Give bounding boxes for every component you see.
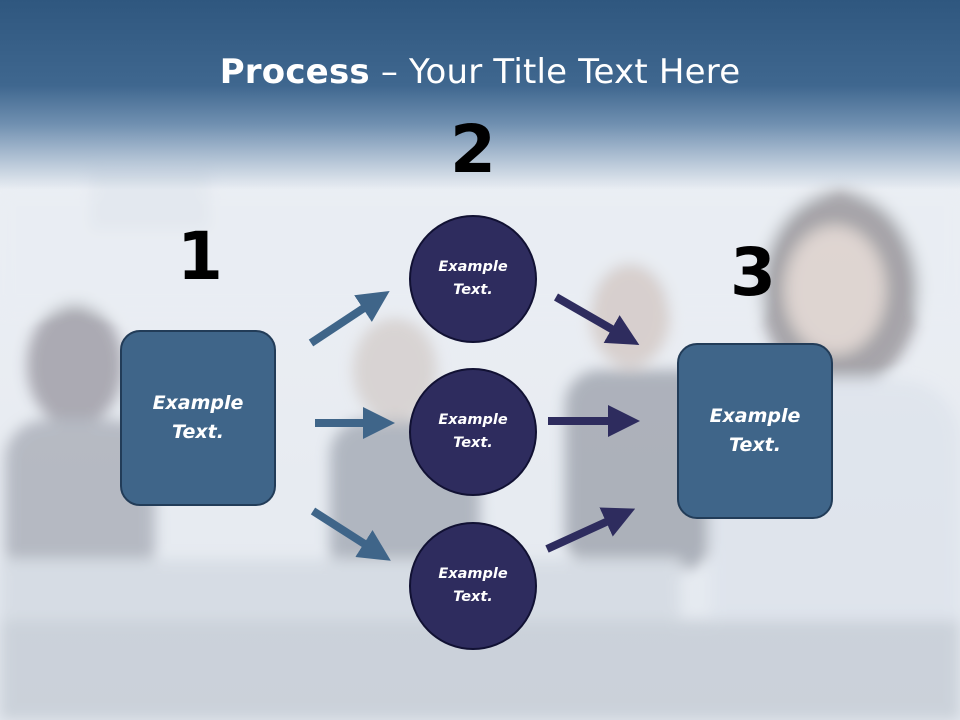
circle-top: Example Text. — [409, 215, 537, 343]
circle-bottom-text: Example Text. — [438, 566, 508, 605]
circle-bottom: Example Text. — [409, 522, 537, 650]
step-number-3: 3 — [730, 234, 776, 311]
title-bold: Process — [219, 52, 370, 92]
circle-top-text: Example Text. — [438, 259, 508, 298]
arrow-right-up — [545, 507, 636, 553]
arrow-left-down — [310, 507, 391, 561]
step-box-3: Example Text. — [677, 343, 833, 519]
arrow-right-down — [554, 293, 640, 345]
arrow-left-up — [308, 290, 390, 347]
circle-middle: Example Text. — [409, 368, 537, 496]
slide-title: Process – Your Title Text Here — [0, 52, 960, 92]
step-number-1: 1 — [177, 218, 223, 295]
circle-middle-text: Example Text. — [438, 412, 508, 451]
title-bar — [0, 0, 960, 190]
step-box-3-text: Example Text. — [709, 405, 801, 456]
step-number-2: 2 — [450, 111, 496, 188]
step-box-1-text: Example Text. — [152, 392, 244, 443]
step-box-1: Example Text. — [120, 330, 276, 506]
title-rest: – Your Title Text Here — [369, 52, 741, 92]
